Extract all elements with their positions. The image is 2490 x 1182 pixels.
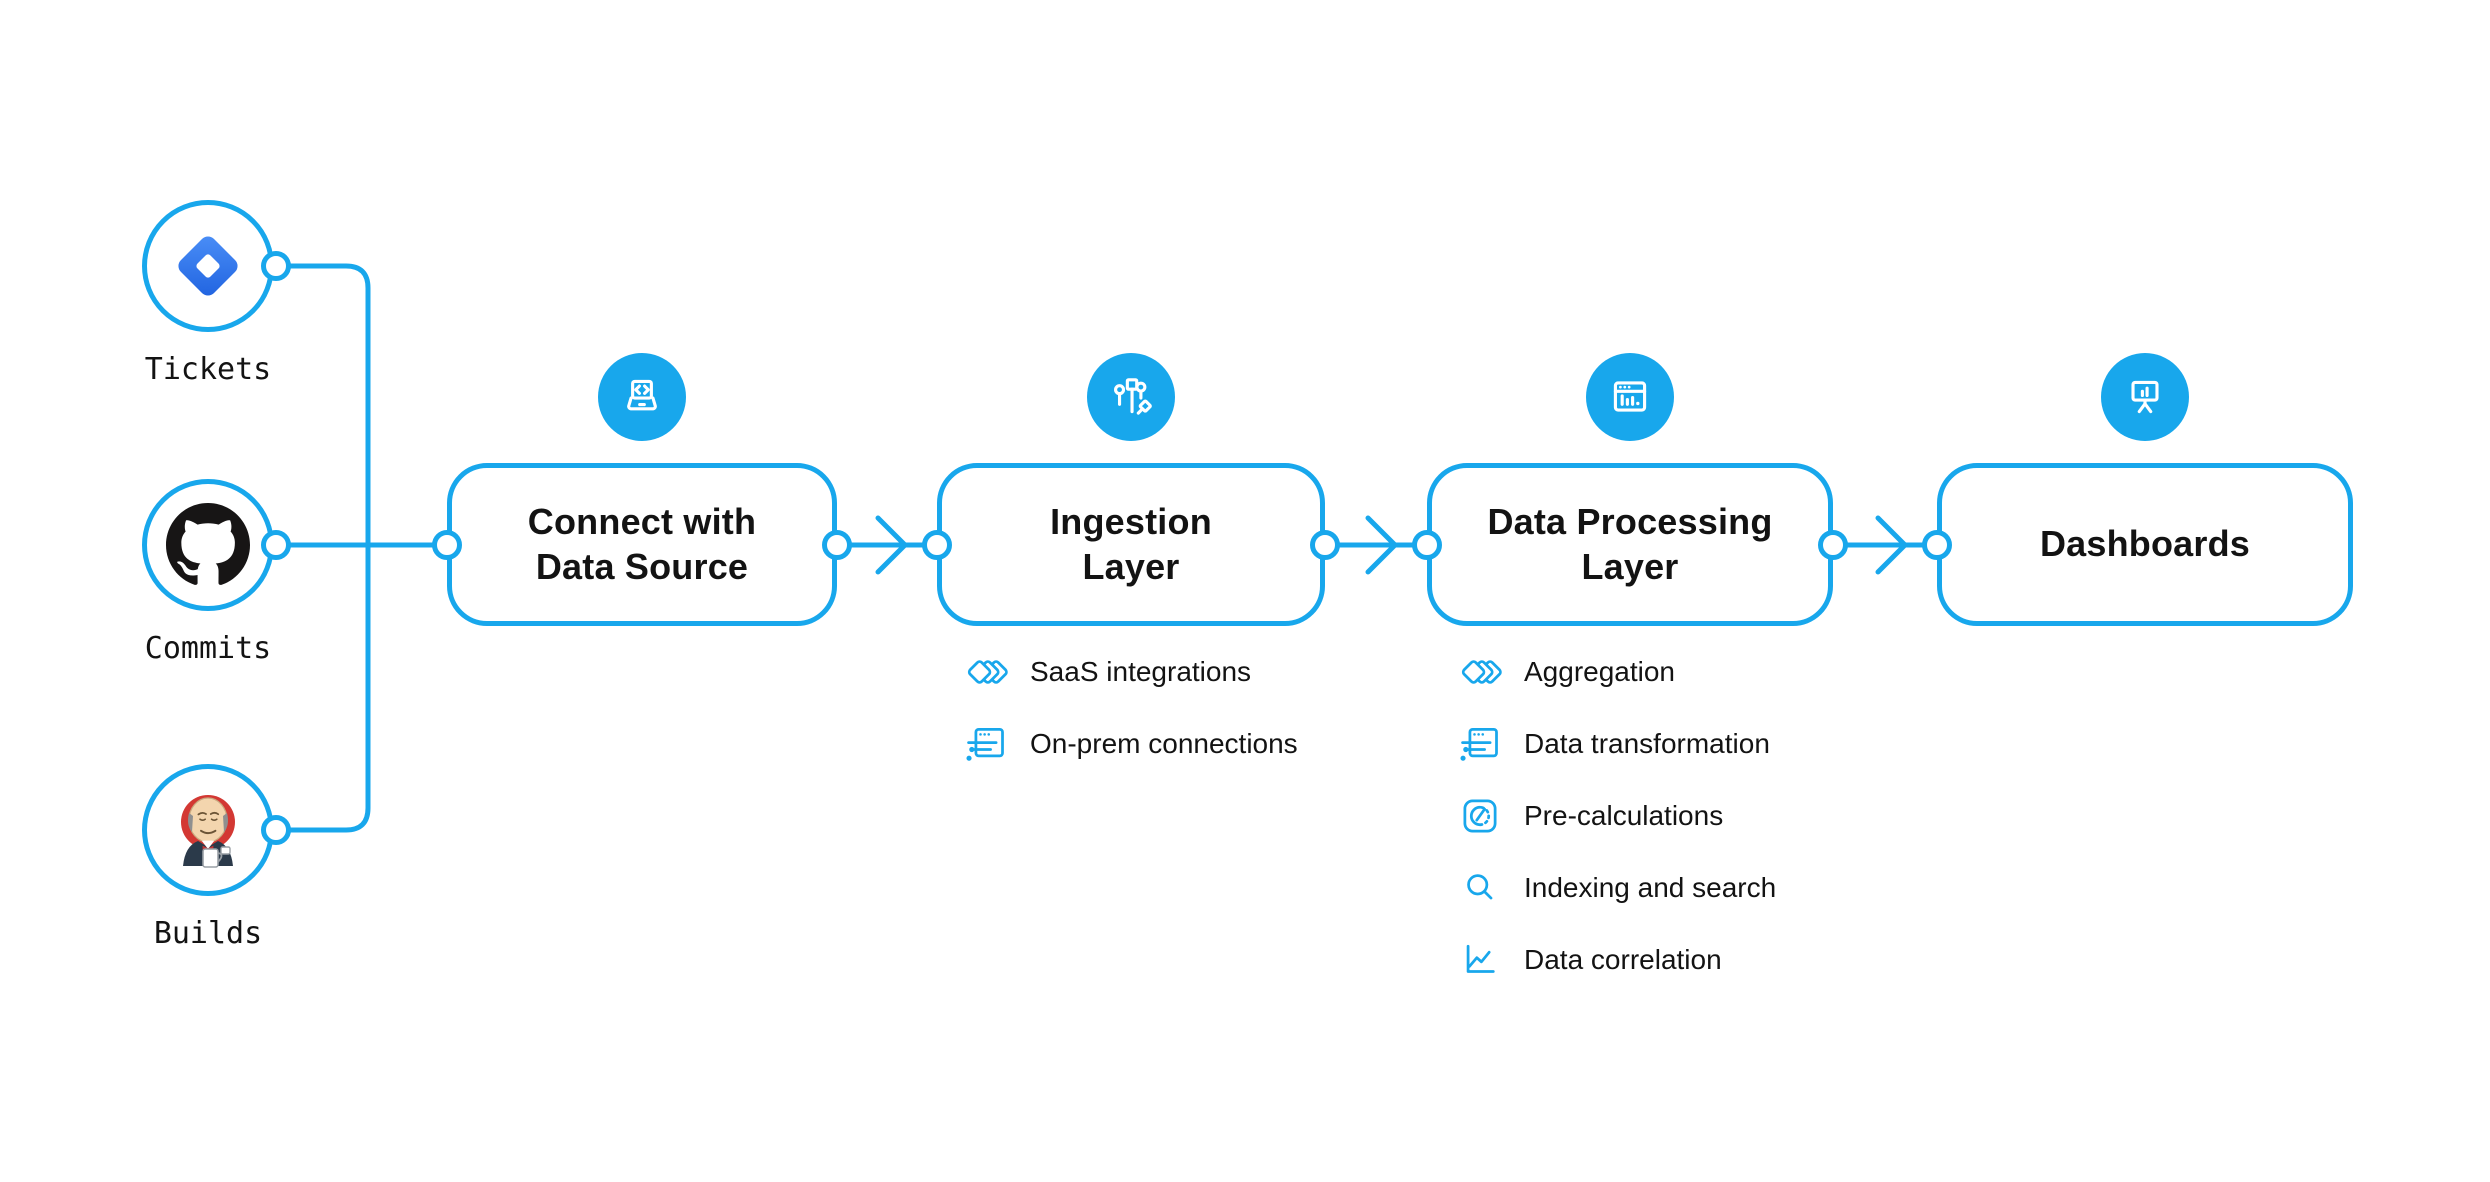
list-item-label: SaaS integrations: [1030, 656, 1252, 687]
stage-badge-processing: [1586, 353, 1674, 441]
list-item: Data transformation: [1458, 708, 1776, 780]
ingestion-feature-list: SaaS integrations On-prem connections: [964, 636, 1298, 780]
search-icon: [1467, 874, 1493, 900]
connector-dot: [1412, 530, 1442, 560]
stage-badge-dashboards: [2101, 353, 2189, 441]
source-node-commits: [142, 479, 274, 611]
source-label-builds: Builds: [153, 916, 263, 951]
stage-box-ingestion: Ingestion Layer: [937, 463, 1325, 626]
list-item: Data correlation: [1458, 924, 1776, 996]
stage-title: Ingestion Layer: [1050, 500, 1212, 587]
jira-icon: [178, 236, 238, 296]
connector-dot: [1818, 530, 1848, 560]
source-label-tickets: Tickets: [144, 352, 272, 387]
source-label-commits: Commits: [144, 631, 272, 666]
list-item: Aggregation: [1458, 636, 1776, 708]
line-chart-icon: [1466, 944, 1495, 973]
github-icon: [166, 503, 250, 585]
diamonds-icon: [967, 660, 1008, 684]
gauge-icon: [1463, 799, 1497, 833]
browser-chart-icon: [1613, 381, 1647, 412]
presentation-chart-icon: [2131, 380, 2159, 414]
connector-dot: [432, 530, 462, 560]
list-item-label: Pre-calculations: [1524, 800, 1724, 831]
stage-title: Dashboards: [2039, 523, 2251, 565]
jenkins-icon: [181, 795, 235, 868]
source-node-tickets: [142, 200, 274, 332]
list-item: SaaS integrations: [964, 636, 1298, 708]
window-connections-icon: [966, 727, 1004, 761]
stage-title: Connect with Data Source: [527, 500, 757, 587]
connector-dot: [822, 530, 852, 560]
connector-dot: [922, 530, 952, 560]
list-item-label: Aggregation: [1524, 656, 1676, 687]
connector-dot: [1310, 530, 1340, 560]
list-item: Pre-calculations: [1458, 780, 1776, 852]
stage-box-dashboards: Dashboards: [1937, 463, 2353, 626]
laptop-code-icon: [627, 379, 657, 411]
arrowhead-icon: [875, 515, 908, 575]
source-node-builds: [142, 764, 274, 896]
stage-badge-ingestion: [1087, 353, 1175, 441]
stage-box-processing: Data Processing Layer: [1427, 463, 1833, 626]
connector-dot: [261, 530, 291, 560]
list-item-label: On-prem connections: [1030, 728, 1298, 759]
processing-feature-list: Aggregation Data transformation: [1458, 636, 1776, 996]
connector-dot: [261, 251, 291, 281]
list-item-label: Indexing and search: [1524, 872, 1777, 903]
list-item-label: Data correlation: [1524, 944, 1722, 975]
arrowhead-icon: [1365, 515, 1398, 575]
sources-trunk-line: [273, 263, 371, 833]
list-item-label: Data transformation: [1524, 728, 1770, 759]
connector-dot: [261, 815, 291, 845]
stage-box-connect: Connect with Data Source: [447, 463, 837, 626]
stage-title: Data Processing Layer: [1487, 500, 1773, 587]
circuit-branches-icon: [1114, 378, 1152, 415]
arrowhead-icon: [1875, 515, 1908, 575]
list-item: On-prem connections: [964, 708, 1298, 780]
list-item: Indexing and search: [1458, 852, 1776, 924]
connector-dot: [1922, 530, 1952, 560]
window-connections-icon: [1460, 727, 1498, 761]
stage-badge-connect: [598, 353, 686, 441]
diamonds-icon: [1461, 660, 1502, 684]
